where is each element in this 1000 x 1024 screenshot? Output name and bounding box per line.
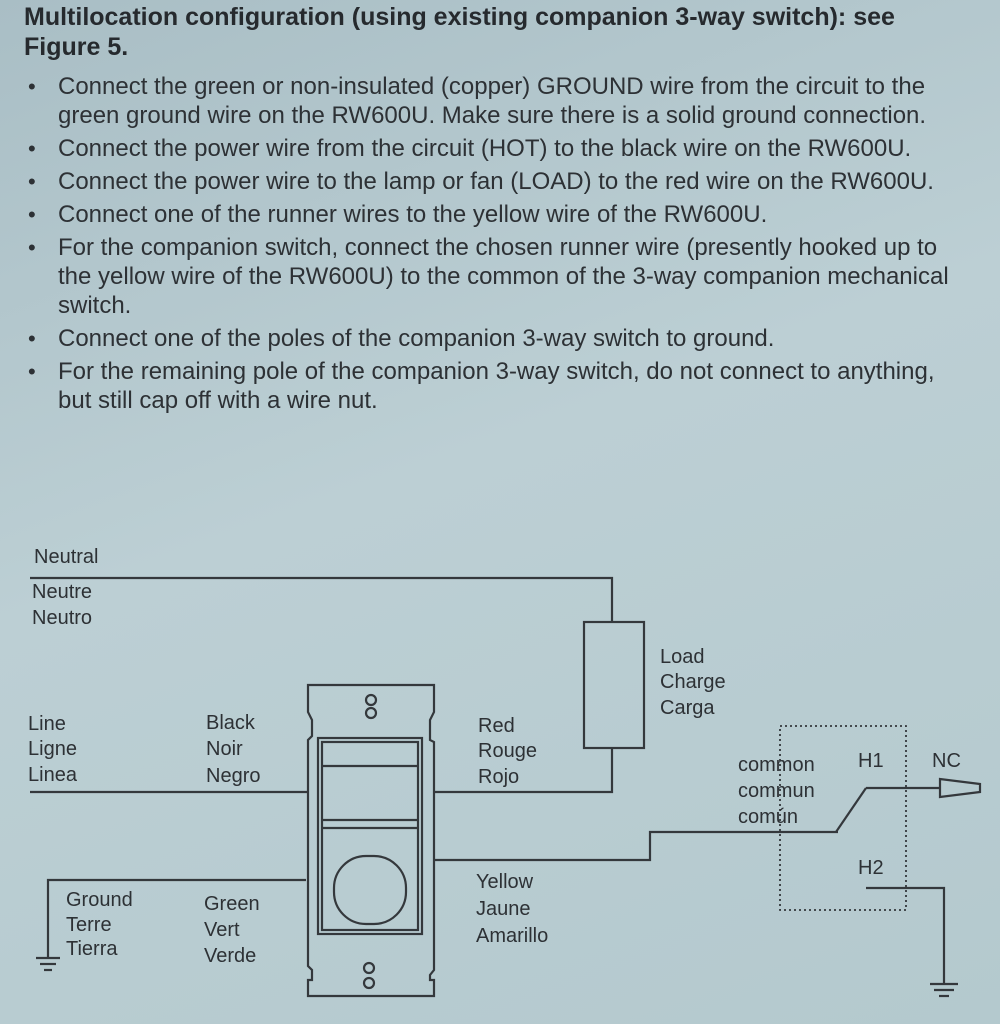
line-label-fr: Ligne	[28, 738, 77, 760]
red-wire	[434, 748, 614, 794]
screw-icon	[362, 961, 376, 975]
instruction-item: For the remaining pole of the companion …	[26, 357, 966, 415]
ground-label-en: Ground	[66, 889, 133, 911]
h2-wire	[866, 886, 946, 984]
yellow-label-es: Amarillo	[476, 925, 548, 947]
wiring-diagram: Neutral Neutre Neutro Load Charge Carga …	[28, 546, 982, 998]
neutral-wire	[30, 576, 614, 622]
screw-icon	[364, 693, 378, 707]
switch-strap	[306, 683, 436, 998]
ground-icon	[930, 982, 958, 998]
instruction-item: Connect the power wire from the circuit …	[26, 134, 966, 163]
ground-label-es: Tierra	[66, 938, 118, 960]
green-label-en: Green	[204, 893, 260, 915]
h1-label: H1	[858, 750, 884, 772]
black-label-fr: Noir	[206, 738, 243, 760]
instruction-list: Connect the green or non-insulated (copp…	[26, 72, 966, 419]
common-label-fr: commun	[738, 780, 815, 802]
black-label-en: Black	[206, 712, 256, 734]
neutral-label-es: Neutro	[32, 607, 92, 629]
common-label-es: común	[738, 806, 798, 828]
yellow-label-fr: Jaune	[476, 898, 531, 920]
three-way-lever	[835, 787, 867, 833]
load-box	[582, 620, 646, 750]
switch-button	[332, 854, 408, 926]
instruction-item: Connect one of the runner wires to the y…	[26, 200, 966, 229]
instruction-item: Connect one of the poles of the companio…	[26, 324, 966, 353]
green-wire	[46, 878, 306, 958]
ground-icon	[36, 956, 60, 972]
instruction-item: Connect the power wire to the lamp or fa…	[26, 167, 966, 196]
yellow-wire	[434, 830, 838, 862]
switch-inner	[320, 740, 420, 932]
yellow-label-en: Yellow	[476, 871, 534, 893]
green-label-es: Verde	[204, 945, 256, 967]
nc-label: NC	[932, 750, 961, 772]
line-label-es: Linea	[28, 764, 78, 786]
common-label-en: common	[738, 754, 815, 776]
load-label-en: Load	[660, 646, 705, 668]
neutral-label-en: Neutral	[34, 546, 98, 568]
black-label-es: Negro	[206, 765, 260, 787]
screw-icon	[364, 706, 378, 720]
screw-icon	[362, 976, 376, 990]
instruction-item: For the companion switch, connect the ch…	[26, 233, 966, 320]
line-label-en: Line	[28, 713, 66, 735]
h2-label: H2	[858, 857, 884, 879]
load-label-es: Carga	[660, 697, 715, 719]
red-label-fr: Rouge	[478, 740, 537, 762]
neutral-label-fr: Neutre	[32, 581, 92, 603]
switch-body	[316, 736, 424, 936]
instruction-item: Connect the green or non-insulated (copp…	[26, 72, 966, 130]
load-label-fr: Charge	[660, 671, 726, 693]
section-heading: Multilocation configuration (using exist…	[24, 3, 895, 61]
red-label-en: Red	[478, 715, 515, 737]
red-label-es: Rojo	[478, 766, 519, 788]
wire-nut-icon	[938, 777, 982, 799]
ground-label-fr: Terre	[66, 914, 112, 936]
green-label-fr: Vert	[204, 919, 240, 941]
